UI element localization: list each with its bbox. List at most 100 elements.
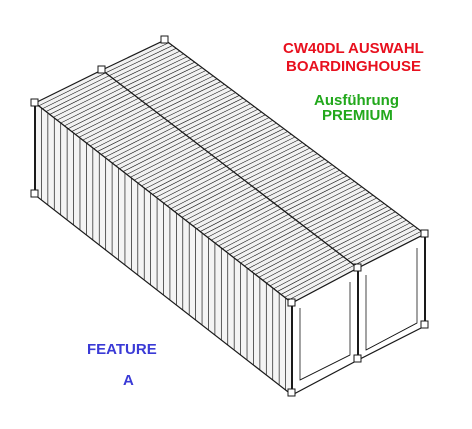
roof-rib — [149, 75, 214, 108]
roof-rib — [193, 109, 258, 141]
roof-rib — [119, 134, 187, 169]
roof-rib — [178, 180, 245, 215]
roof-rib — [222, 131, 288, 164]
roof-rib — [152, 160, 220, 195]
floor-edge-right — [365, 322, 418, 351]
roof-rib — [123, 56, 188, 88]
roof-rib — [306, 194, 374, 229]
roof-rib — [93, 114, 161, 149]
roof-rib — [82, 106, 150, 141]
roof-rib — [203, 199, 271, 235]
roof-rib — [273, 253, 340, 289]
roof-rib — [111, 129, 179, 164]
roof-rib — [251, 236, 318, 272]
roof-rib — [295, 186, 362, 221]
roof-rib — [42, 75, 110, 109]
roof-rib — [181, 182, 249, 218]
roof-rib — [120, 53, 184, 85]
corner-casting — [97, 65, 106, 74]
roof-rib — [108, 126, 176, 161]
roof-rib — [200, 197, 267, 232]
roof-rib — [262, 245, 329, 281]
roof-rib — [328, 211, 396, 246]
roof-rib — [350, 228, 418, 263]
roof-rib — [332, 214, 400, 249]
roof-rib — [67, 95, 136, 129]
roof-rib — [299, 189, 366, 224]
roof-rib — [185, 103, 251, 136]
roof-rib — [233, 139, 299, 173]
roof-rib — [313, 200, 381, 235]
roof-rib — [214, 208, 282, 244]
roof-rib — [258, 242, 326, 278]
roof-rib — [49, 81, 117, 115]
roof-rib — [266, 247, 333, 284]
corner-casting — [160, 35, 169, 44]
roof-rib — [251, 153, 318, 187]
roof-rib — [292, 183, 359, 218]
roof-rib — [211, 122, 277, 156]
roof-rib — [185, 185, 253, 221]
roof-rib — [229, 136, 296, 170]
roof-rib — [273, 169, 340, 204]
roof-rib — [189, 106, 255, 139]
side-wall-corrugation — [41, 108, 286, 390]
roof-rib — [78, 103, 147, 138]
roof-rib — [255, 156, 322, 190]
roof-rib — [134, 64, 199, 96]
roof-rib — [164, 86, 229, 119]
roof-rib — [97, 117, 165, 152]
roof-rib — [145, 154, 212, 189]
roof-rib — [280, 259, 348, 295]
roof-rib — [288, 181, 355, 215]
roof-rib — [244, 147, 310, 181]
roof-rib — [248, 150, 314, 184]
roof-rib — [38, 72, 106, 107]
roof-rib — [105, 42, 169, 74]
roof-rib — [145, 72, 210, 105]
roof-rib — [324, 208, 392, 243]
roof-rib — [156, 81, 221, 113]
roof-rib — [133, 146, 201, 181]
roof-rib — [115, 131, 183, 167]
roof-rib — [229, 219, 296, 255]
roof-rib — [126, 140, 194, 175]
roof-rib — [225, 216, 293, 252]
floor-edge-left — [299, 354, 351, 381]
roof-rib — [200, 114, 266, 147]
roof-rib — [189, 188, 256, 224]
roof-rib — [60, 89, 128, 124]
roof-rib — [277, 172, 344, 207]
variant-label: Ausführung — [314, 92, 399, 109]
roof-rib — [211, 205, 278, 241]
roof-rib — [288, 264, 355, 301]
roof-rib — [215, 125, 281, 158]
roof-rib — [167, 89, 232, 122]
roof-rib — [262, 161, 329, 195]
roof-rib — [171, 92, 236, 125]
roof-rib — [109, 45, 173, 76]
roof-rib — [247, 233, 315, 269]
roof-rib — [317, 203, 385, 238]
roof-rib — [174, 177, 242, 212]
roof-rib — [255, 239, 322, 275]
roof-rib — [141, 151, 209, 187]
roof-rib — [127, 59, 192, 91]
roof-rib — [196, 194, 264, 229]
roof-rib — [71, 98, 139, 132]
corner-casting — [30, 98, 39, 107]
corner-casting — [353, 263, 362, 272]
roof-rib — [156, 163, 223, 198]
roof-rib — [222, 213, 289, 249]
roof-rib — [237, 142, 303, 175]
roof-rib — [281, 175, 348, 209]
roof-rib — [86, 109, 154, 144]
roof-rib — [100, 120, 168, 155]
roof-rib — [259, 158, 325, 192]
roof-rib — [75, 100, 143, 135]
corner-casting — [420, 320, 429, 329]
roof-rib — [137, 148, 205, 184]
roof-rib — [45, 78, 114, 112]
roof-rib — [233, 222, 300, 258]
